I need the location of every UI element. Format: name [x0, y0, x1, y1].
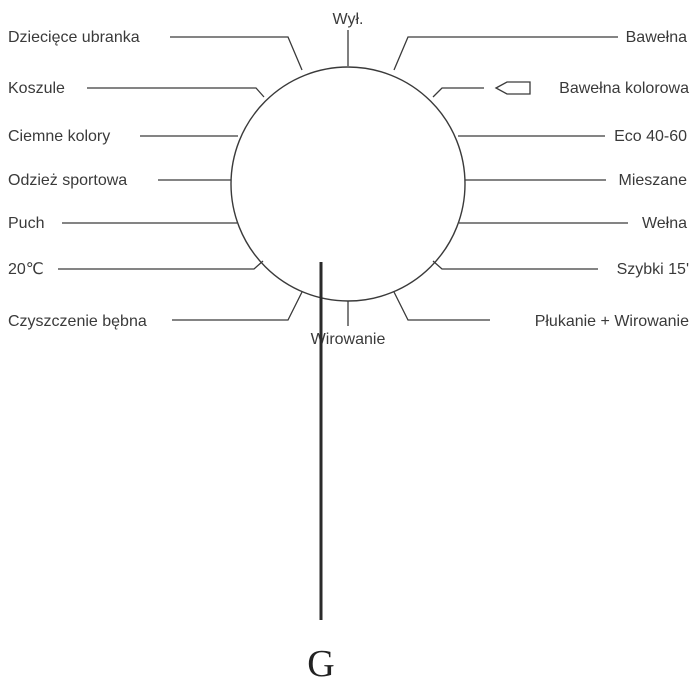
leader-left-1 [87, 87, 265, 98]
program-label-off: Wył. [333, 11, 364, 28]
color-tag-icon [494, 81, 531, 95]
leader-right-1 [432, 87, 484, 98]
program-label-left-4: Puch [8, 215, 44, 232]
program-label-left-5: 20℃ [8, 261, 44, 278]
leader-left-0 [170, 36, 303, 71]
program-label-left-1: Koszule [8, 80, 65, 97]
program-label-right-0: Bawełna [626, 29, 687, 46]
leader-right-6 [393, 291, 490, 321]
left-program-list: Dziecięce ubranka Koszule Ciemne kolory … [8, 29, 303, 330]
program-label-right-2: Eco 40-60 [614, 128, 687, 145]
program-label-left-2: Ciemne kolory [8, 128, 110, 145]
program-label-right-3: Mieszane [619, 172, 688, 189]
program-label-right-5: Szybki 15' [617, 261, 689, 278]
program-label-right-1: Bawełna kolorowa [559, 80, 689, 97]
program-label-left-6: Czyszczenie bębna [8, 313, 147, 330]
program-label-left-0: Dziecięce ubranka [8, 29, 140, 46]
leader-left-5 [58, 260, 264, 270]
program-label-spin: Wirowanie [311, 331, 386, 348]
leader-left-6 [172, 291, 303, 321]
leader-right-5 [432, 260, 598, 270]
right-program-list: Bawełna Bawełna kolorowa Eco 40-60 Miesz… [393, 29, 689, 330]
pointer-letter: G [307, 643, 334, 680]
program-label-right-4: Wełna [642, 215, 687, 232]
dial-knob[interactable] [230, 66, 466, 302]
program-label-left-3: Odzież sportowa [8, 172, 127, 189]
leader-right-0 [393, 36, 618, 71]
program-label-right-6: Płukanie + Wirowanie [535, 313, 689, 330]
